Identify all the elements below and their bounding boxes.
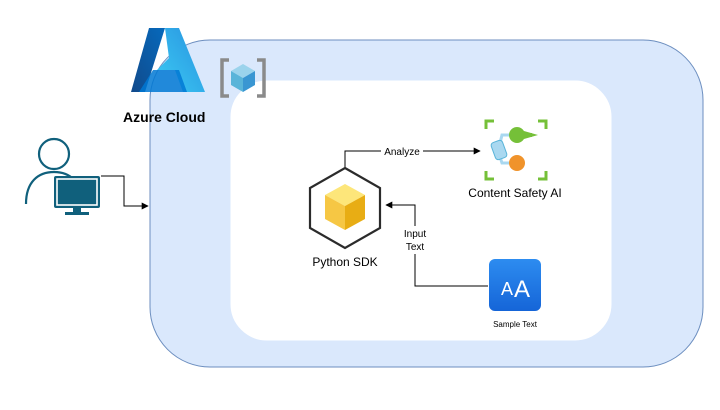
svg-text:A: A <box>501 279 513 299</box>
content-safety-label: Content Safety AI <box>468 186 561 200</box>
azure-logo-icon <box>131 28 205 92</box>
edge-input-label-line2: Text <box>406 242 425 253</box>
inner-panel <box>230 80 612 341</box>
edge-input-label-line1: Input <box>404 229 426 240</box>
text-aa-icon: A A <box>489 259 541 311</box>
sample-text-label: Sample Text <box>493 320 538 329</box>
edge-analyze <box>344 147 481 167</box>
cube-icon <box>308 166 382 250</box>
content-safety-icon <box>484 119 548 181</box>
cloud-title: Azure Cloud <box>123 109 205 125</box>
svg-text:A: A <box>514 276 530 303</box>
resource-group-icon <box>220 58 266 98</box>
sample-text-node: A A Sample Text <box>489 259 541 329</box>
edge-analyze-label: Analyze <box>384 147 420 158</box>
content-safety-node: Content Safety AI <box>468 119 562 200</box>
python-sdk-node: Python SDK <box>308 166 382 269</box>
edge-user-to-cloud <box>101 175 149 210</box>
python-sdk-label: Python SDK <box>312 255 377 269</box>
user-computer-icon <box>24 137 100 215</box>
